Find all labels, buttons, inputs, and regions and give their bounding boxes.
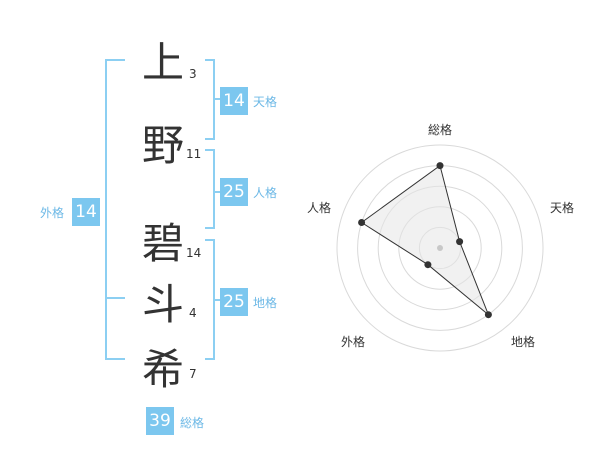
name-char-5: 希 bbox=[142, 345, 185, 394]
radar-point-4 bbox=[424, 261, 432, 269]
radar-points bbox=[358, 162, 492, 319]
gaikaku-label: 外格 bbox=[40, 206, 65, 220]
radar-point-3 bbox=[484, 311, 492, 319]
radar-ring-5 bbox=[336, 144, 544, 352]
radar-label-jinkaku: 人格 bbox=[307, 201, 332, 215]
radar-label-tenkaku: 天格 bbox=[550, 201, 575, 215]
stroke-count-3: 14 bbox=[186, 246, 202, 260]
radar-point-1 bbox=[436, 162, 444, 170]
radar-label-gaikaku: 外格 bbox=[341, 335, 366, 349]
chikaku-value-badge: 25 bbox=[220, 288, 248, 316]
soukaku-value-badge: 39 bbox=[146, 407, 174, 435]
jinkaku-label: 人格 bbox=[253, 186, 278, 200]
name-char-3: 碧 bbox=[142, 219, 185, 268]
gaikaku-value-badge: 14 bbox=[72, 198, 100, 226]
tenkaku-value-badge: 14 bbox=[220, 87, 248, 115]
radar-center bbox=[437, 245, 443, 251]
stroke-count-1: 3 bbox=[189, 67, 197, 81]
stroke-count-2: 11 bbox=[186, 147, 202, 161]
tenkaku-label: 天格 bbox=[253, 95, 278, 109]
chikaku-label: 地格 bbox=[253, 296, 278, 310]
gaikaku-bracket bbox=[105, 59, 125, 360]
name-char-1: 上 bbox=[142, 38, 185, 87]
jinkaku-bracket bbox=[205, 149, 215, 229]
name-char-2: 野 bbox=[142, 121, 185, 170]
radar-label-soukaku: 総格 bbox=[428, 123, 453, 137]
stroke-count-4: 4 bbox=[189, 306, 197, 320]
soukaku-label: 総格 bbox=[180, 416, 205, 430]
radar-point-2 bbox=[456, 238, 464, 246]
stroke-count-5: 7 bbox=[189, 367, 197, 381]
radar-point-5 bbox=[358, 219, 366, 226]
jinkaku-value-badge: 25 bbox=[220, 178, 248, 206]
bracket-ticks bbox=[214, 98, 220, 301]
radar-area bbox=[360, 164, 489, 316]
radar-label-chikaku: 地格 bbox=[511, 335, 536, 349]
name-char-4: 斗 bbox=[142, 280, 185, 329]
